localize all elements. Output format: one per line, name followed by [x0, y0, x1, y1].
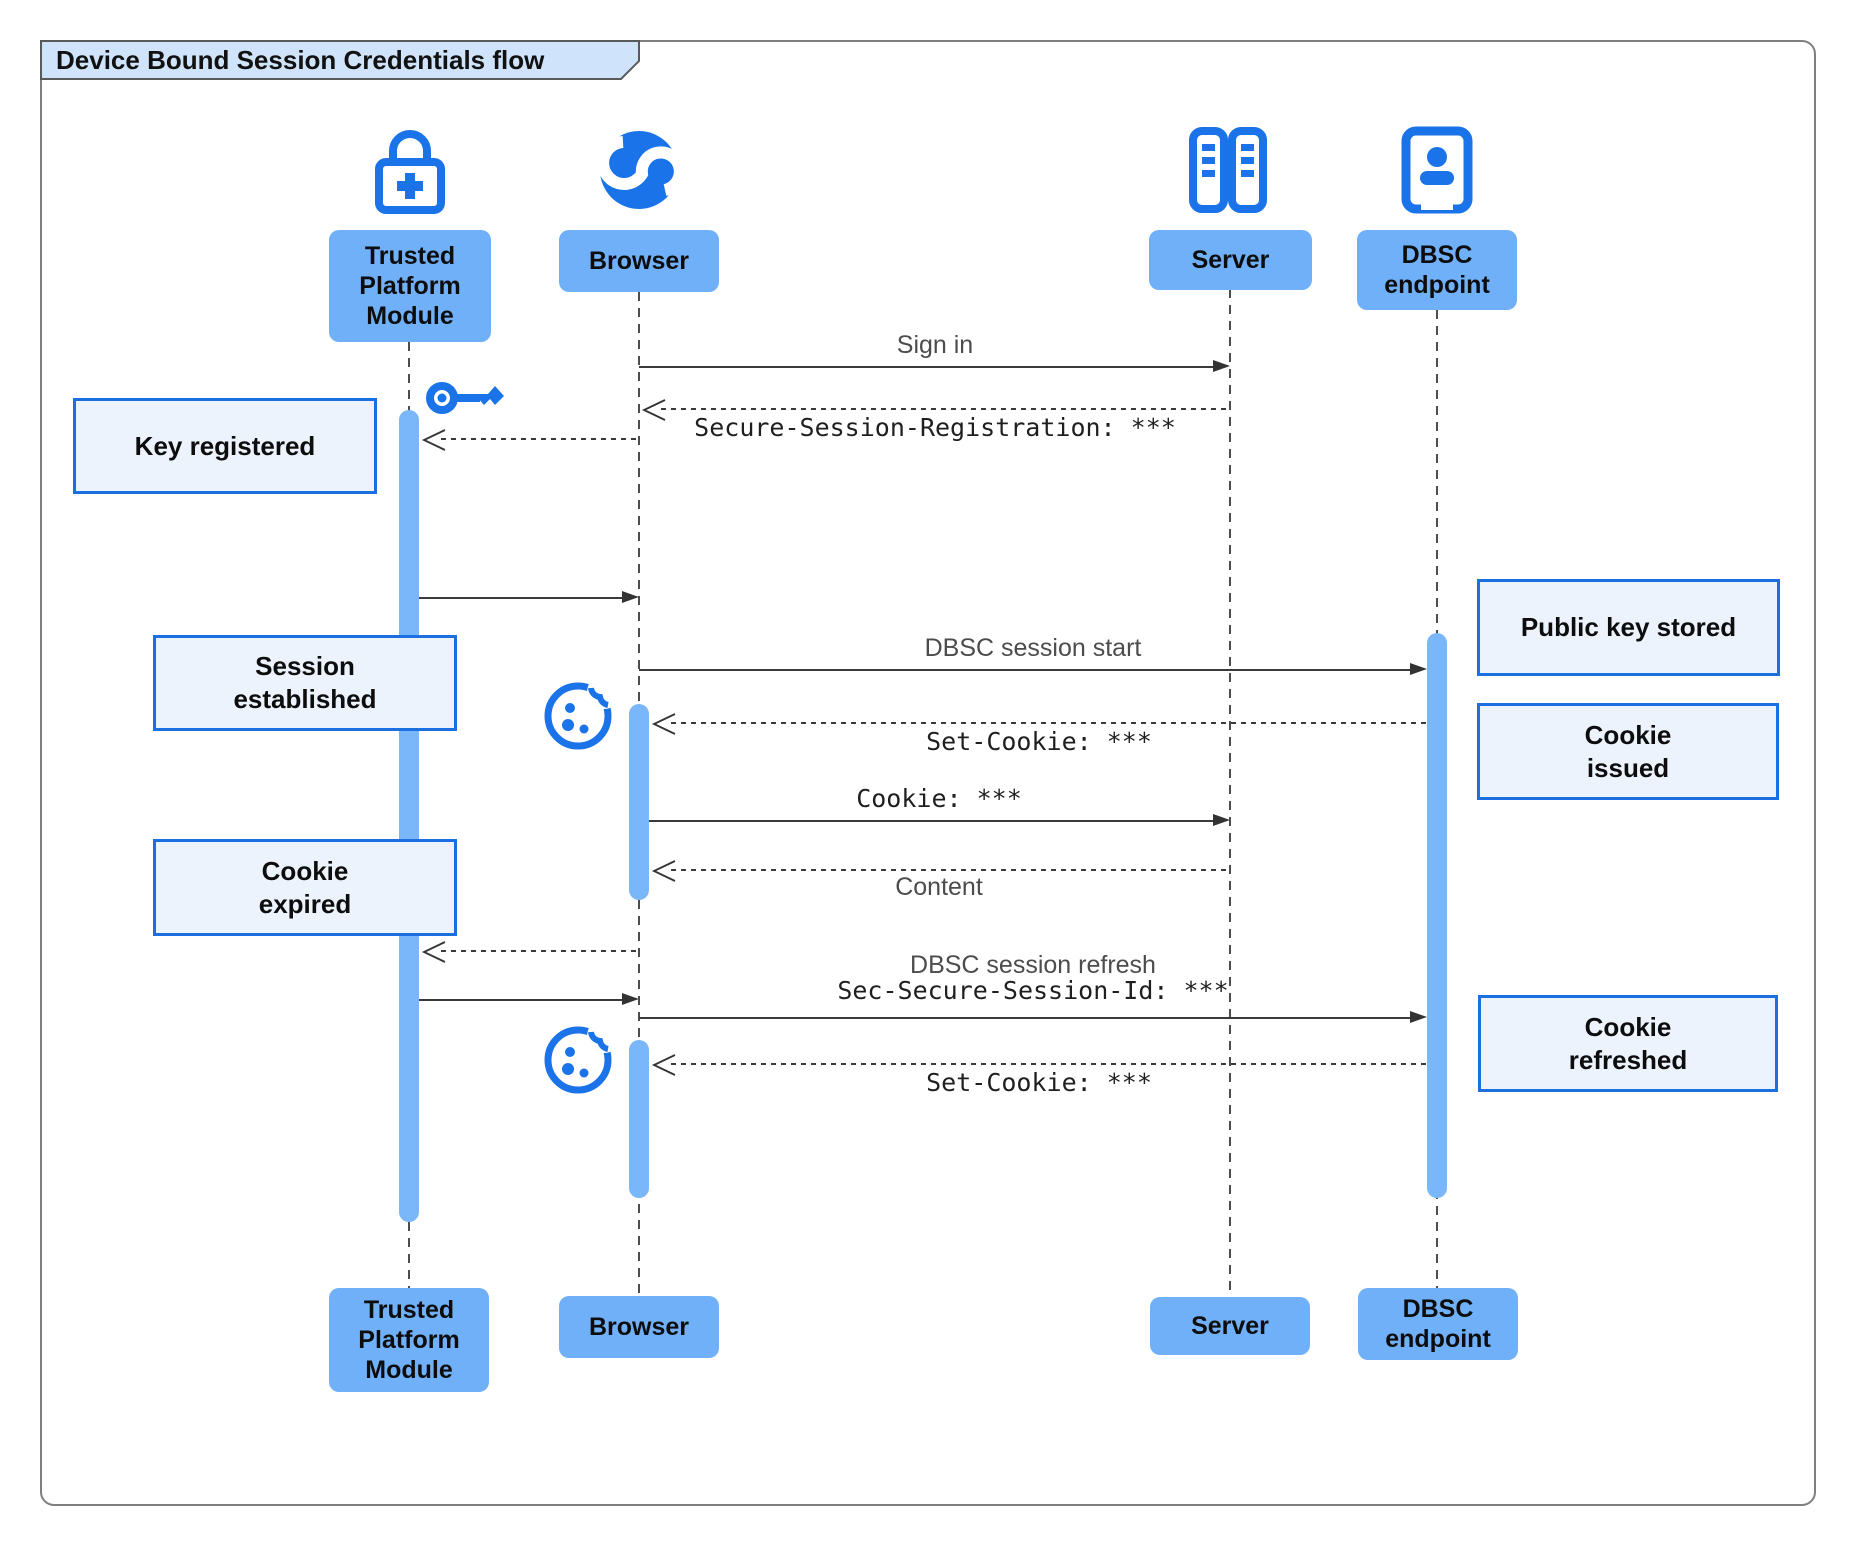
arrowhead-content [651, 860, 676, 882]
actor-bottom-tpm: Trusted Platform Module [329, 1288, 489, 1392]
arrowhead-tpm-to-browser-1 [622, 591, 639, 603]
cookie-icon [544, 676, 617, 750]
actor-top-dbsc-endpoint: DBSC endpoint [1357, 230, 1517, 310]
message-set-cookie-2: Set-Cookie: *** [926, 1068, 1152, 1097]
message-secure-session-registration: Secure-Session-Registration: *** [694, 413, 1176, 442]
key-icon [426, 382, 504, 414]
arrow-content [671, 869, 1230, 871]
arrow-tpm-to-browser-1 [419, 597, 623, 599]
arrowhead-dbsc-session-refresh [1410, 1011, 1427, 1023]
note-cookie-expired: Cookie expired [153, 839, 457, 936]
globe-icon [597, 131, 681, 209]
note-cookie-issued: Cookie issued [1477, 703, 1779, 800]
message-dbsc-session-start: DBSC session start [924, 634, 1142, 662]
actor-top-tpm: Trusted Platform Module [329, 230, 491, 342]
title-tab [40, 40, 640, 80]
arrow-cookie [649, 820, 1213, 822]
arrowhead-cookie [1213, 814, 1230, 826]
arrow-set-cookie-2 [671, 1063, 1427, 1065]
arrow-set-cookie-1 [671, 722, 1427, 724]
server-rack-icon [1189, 127, 1267, 213]
message-sec-secure-session-id: Sec-Secure-Session-Id: *** [837, 976, 1229, 1005]
arrowhead-set-cookie-2 [651, 1054, 676, 1076]
diagram-title: Device Bound Session Credentials flow [56, 45, 545, 75]
arrow-sign-in [639, 366, 1213, 368]
actor-top-browser: Browser [559, 230, 719, 292]
lifeline-server [1229, 289, 1231, 1297]
arrowhead-browser-to-tpm-1 [421, 429, 446, 451]
activation-browser-1 [629, 704, 649, 900]
note-session-established: Session established [153, 635, 457, 731]
arrowhead-tpm-to-browser-2 [622, 993, 639, 1005]
message-set-cookie-1: Set-Cookie: *** [926, 727, 1152, 756]
arrowhead-browser-to-tpm-2 [421, 941, 446, 963]
arrowhead-dbsc-session-start [1410, 663, 1427, 675]
arrow-browser-to-tpm-1 [441, 438, 639, 440]
activation-dbsc-endpoint [1427, 633, 1447, 1198]
cookie-icon [544, 1020, 617, 1094]
message-cookie: Cookie: *** [856, 784, 1022, 813]
actor-bottom-dbsc-endpoint: DBSC endpoint [1358, 1288, 1518, 1360]
note-key-registered: Key registered [73, 398, 377, 494]
doorway-person-icon [1401, 126, 1473, 214]
note-cookie-refreshed: Cookie refreshed [1478, 995, 1778, 1092]
arrow-dbsc-session-refresh [639, 1017, 1411, 1019]
arrowhead-secure-session-registration [641, 399, 666, 421]
activation-tpm [399, 410, 419, 1222]
arrow-browser-to-tpm-2 [441, 950, 639, 952]
arrowhead-sign-in [1213, 360, 1230, 372]
actor-bottom-server: Server [1150, 1297, 1310, 1355]
lock-plus-icon [375, 130, 445, 214]
arrow-dbsc-session-start [639, 669, 1411, 671]
actor-top-server: Server [1149, 230, 1312, 290]
message-content: Content [895, 873, 983, 901]
actor-bottom-browser: Browser [559, 1296, 719, 1358]
arrow-tpm-to-browser-2 [419, 999, 623, 1001]
message-dbsc-session-refresh: DBSC session refresh [910, 951, 1156, 979]
note-public-key-stored: Public key stored [1477, 579, 1780, 676]
arrowhead-set-cookie-1 [651, 713, 676, 735]
arrow-secure-session-registration [661, 408, 1230, 410]
activation-browser-2 [629, 1040, 649, 1198]
message-sign-in: Sign in [896, 331, 974, 359]
